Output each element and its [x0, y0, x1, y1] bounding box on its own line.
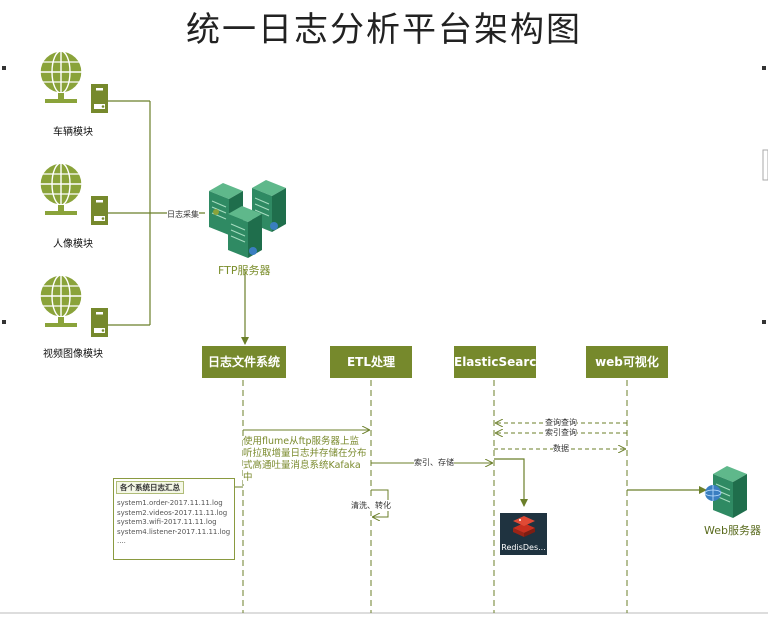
redis-icon [500, 513, 547, 555]
flume-note: 使用flume从ftp服务器上监听拉取增量日志并存储在分布式高通吐量消息系统Ka… [243, 436, 368, 484]
module-video-icon [39, 274, 108, 337]
collection-bracket [108, 100, 205, 326]
module-label-video: 视频图像模块 [43, 349, 103, 360]
es-to-redis-arrow [494, 458, 528, 507]
query-label-1: 查询查询 [545, 417, 577, 428]
module-label-vehicle: 车辆模块 [53, 127, 93, 138]
stage-log-file-system: 日志文件系统 [202, 346, 286, 378]
web-server-icon [704, 465, 748, 519]
stage-web-visualization: web可视化 [586, 346, 668, 378]
log-summary-list: system1.order-2017.11.11.log system2.vid… [117, 499, 230, 547]
ftp-server-label: FTP服务器 [218, 264, 271, 277]
stage-elasticsearch: ElasticSearch [454, 346, 545, 378]
log-item: system3.wifi-2017.11.11.log [117, 518, 217, 526]
log-item: system4.listener-2017.11.11.log [117, 527, 231, 536]
module-label-portrait: 人像模块 [53, 239, 93, 250]
page-title: 统一日志分析平台架构图 [186, 10, 582, 50]
log-item: system2.videos-2017.11.11.log [117, 508, 228, 517]
log-item: system1.order-2017.11.11.log [117, 499, 223, 507]
log-summary-box: 各个系统日志汇总 system1.order-2017.11.11.log sy… [113, 478, 235, 560]
log-item: .... [117, 537, 126, 545]
web-server-label: Web服务器 [704, 524, 761, 537]
redis-label: RedisDes... [501, 543, 546, 552]
etl-self-label: 清洗、转化 [351, 500, 391, 511]
module-portrait-icon [39, 162, 108, 225]
log-summary-title: 各个系统日志汇总 [116, 481, 184, 494]
stage-etl: ETL处理 [330, 346, 412, 378]
index-store-label: 索引、存储 [414, 457, 454, 468]
query-label-2: 索引查询 [545, 427, 577, 438]
ftp-server-icon [208, 179, 287, 259]
collect-label: 日志采集 [167, 209, 199, 220]
module-vehicle-icon [39, 50, 108, 113]
data-label: 数据 [553, 443, 569, 454]
